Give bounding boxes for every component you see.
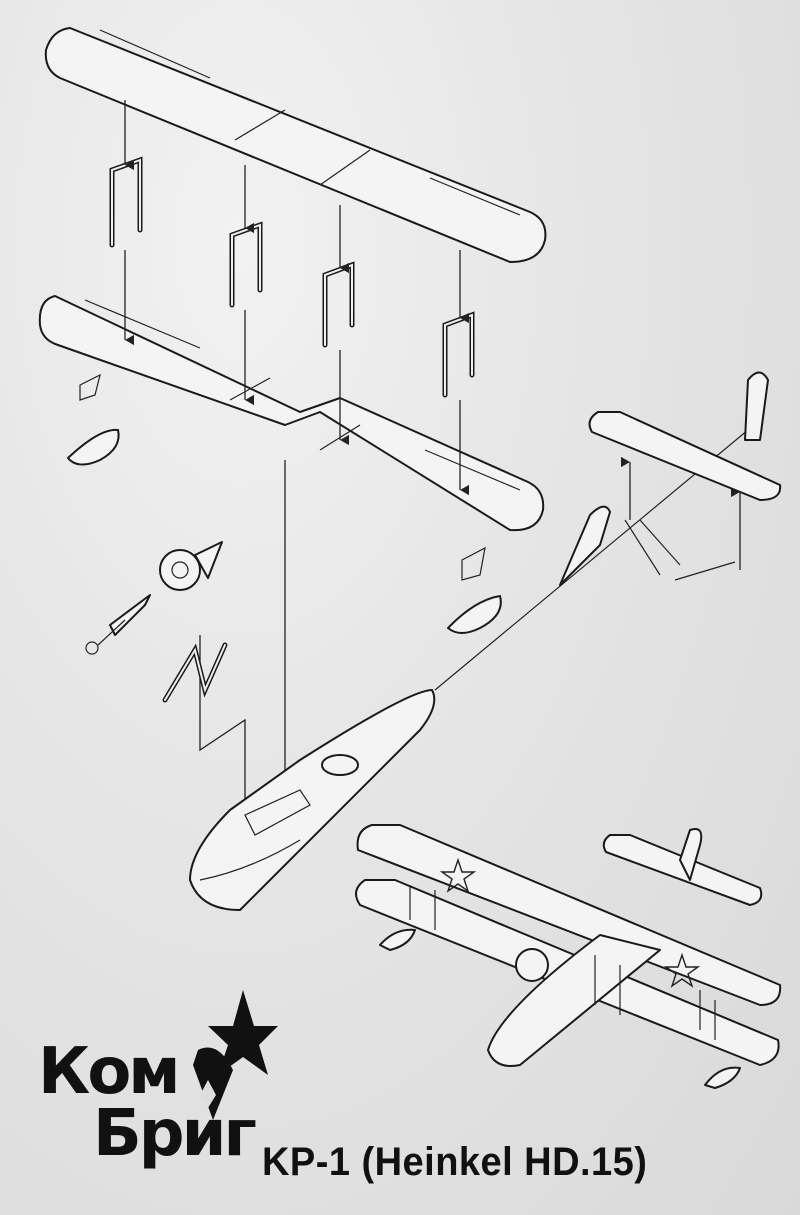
assembled-aircraft xyxy=(355,824,782,1089)
kombrig-logo: Ком Бриг xyxy=(38,990,278,1180)
star-hammer-sickle-icon xyxy=(193,990,278,1120)
engine-parts xyxy=(85,541,228,703)
wing-floats xyxy=(67,373,502,634)
lower-wing xyxy=(38,295,545,532)
kit-title: KP-1 (Heinkel HD.15) xyxy=(262,1140,648,1184)
logo-word-kom: Ком xyxy=(38,1035,181,1109)
tail-unit xyxy=(559,371,782,586)
fuselage xyxy=(189,689,436,911)
upper-wing xyxy=(44,27,547,263)
logo-word-brig: Бриг xyxy=(93,1097,257,1171)
